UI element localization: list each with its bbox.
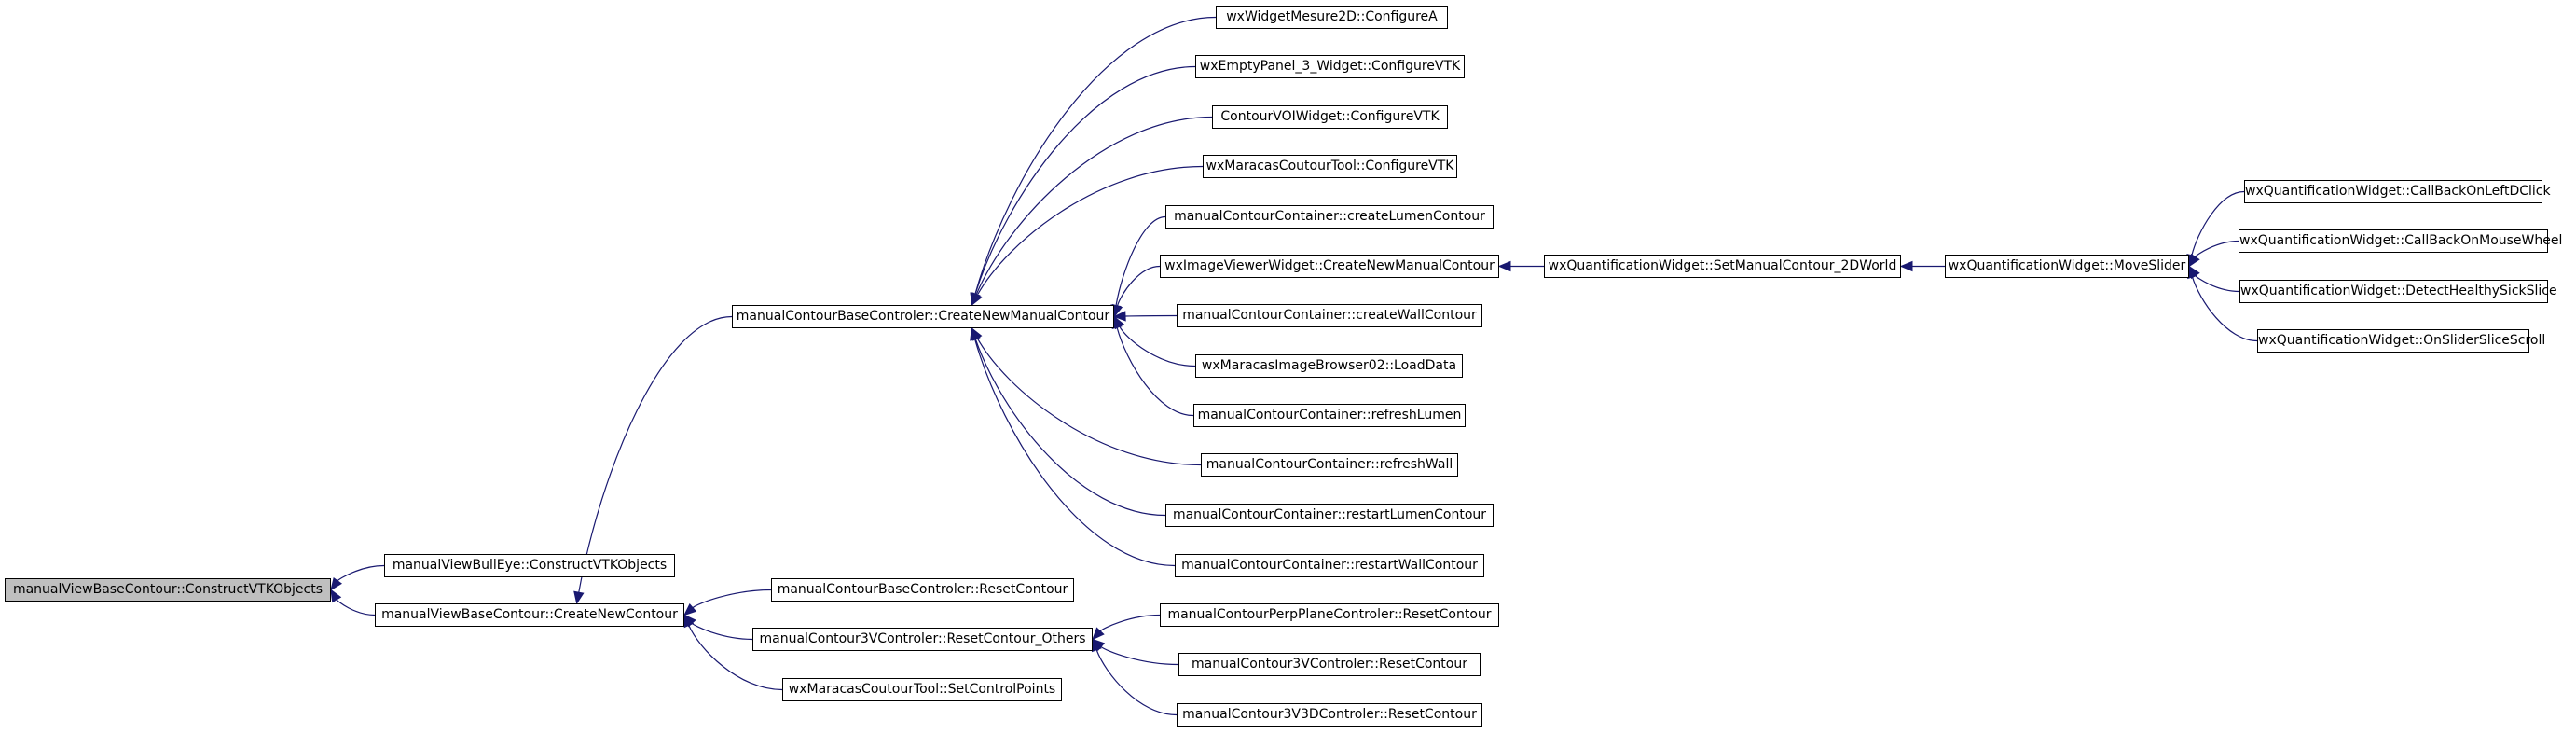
call-edge [2191,276,2258,342]
call-edge [975,116,1213,296]
call-edge [1116,326,1194,417]
node-manualcontour3vcontroler-resetcontour-others[interactable]: manualContour3VControler::ResetContour_O… [752,628,1093,651]
call-edge-arrowhead [971,292,983,307]
node-wxmaracascoutourtool-setcontrolpoints[interactable]: wxMaracasCoutourTool::SetControlPoints [782,678,1062,701]
call-edge [578,315,733,593]
call-edge [1095,649,1178,716]
call-edge [974,16,1217,295]
call-edge [974,339,1176,567]
call-edge [1119,325,1196,367]
node-manualcontour3v3dcontroler-resetcontour[interactable]: manualContour3V3DControler::ResetContour [1177,703,1482,727]
node-wxmaracascoutourtool-configurevtk[interactable]: wxMaracasCoutourTool::ConfigureVTK [1203,155,1457,178]
call-edge [976,165,1204,296]
node-manualcontourcontainer-createlumencontour[interactable]: manualContourContainer::createLumenConto… [1165,205,1494,229]
node-manualcontourbasecontroler-createnewmanualcontour[interactable]: manualContourBaseControler::CreateNewMan… [732,305,1114,328]
node-wxemptypanel-3-widget-configurevtk[interactable]: wxEmptyPanel_3_Widget::ConfigureVTK [1195,55,1465,78]
call-edge [1100,645,1179,666]
call-edge-arrowhead [330,589,342,603]
node-contourvoiwidget-configurevtk[interactable]: ContourVOIWidget::ConfigureVTK [1212,105,1448,129]
node-manualcontourcontainer-refreshwall[interactable]: manualContourContainer::refreshWall [1201,453,1458,477]
node-wxquantificationwidget-onsliderslicescroll[interactable]: wxQuantificationWidget::OnSliderSliceScr… [2257,329,2545,353]
call-edge-arrowhead [1112,311,1126,322]
call-edge-arrowhead [970,326,981,341]
node-wxquantificationwidget-callbackonmousewheel[interactable]: wxQuantificationWidget::CallBackOnMouseW… [2239,229,2562,253]
node-manualviewbasecontour-constructvtkobjects[interactable]: manualViewBaseContour::ConstructVTKObjec… [5,578,331,602]
call-edge-arrowhead [1899,260,1913,272]
call-edge-arrowhead [573,590,585,605]
call-edge-arrowhead [683,602,697,616]
call-edge [1115,215,1166,306]
node-manualviewbulleye-constructvtkobjects[interactable]: manualViewBullEye::ConstructVTKObjects [384,554,675,577]
call-edge [976,338,1202,466]
call-edge-arrowhead [683,614,695,629]
call-edge [974,339,1166,517]
node-wxquantificationwidget-callbackonleftdclick[interactable]: wxQuantificationWidget::CallBackOnLeftDC… [2244,180,2551,203]
node-manualcontourcontainer-restartlumencontour[interactable]: manualContourContainer::restartLumenCont… [1165,504,1494,527]
call-edge [2195,240,2239,257]
call-edge [1116,265,1161,307]
node-manualcontourcontainer-refreshlumen[interactable]: manualContourContainer::refreshLumen [1193,404,1466,427]
node-wxquantificationwidget-detecthealthysickslice[interactable]: wxQuantificationWidget::DetectHealthySic… [2239,280,2557,303]
call-edge [974,65,1196,295]
node-manualviewbasecontour-createnewcontour[interactable]: manualViewBaseContour::CreateNewContour [375,603,684,627]
call-edge-arrowhead [1497,260,1511,272]
call-edge [336,599,376,616]
call-edge-arrowhead [330,577,343,591]
node-wxwidgetmesure2d-configurea[interactable]: wxWidgetMesure2D::ConfigureA [1216,6,1448,29]
node-manualcontourbasecontroler-resetcontour[interactable]: manualContourBaseControler::ResetContour [771,578,1074,602]
node-manualcontourcontainer-createwallcontour[interactable]: manualContourContainer::createWallContou… [1177,304,1482,327]
call-edge [1099,614,1161,632]
call-edge-arrowhead [2188,253,2200,268]
call-edge [688,625,783,691]
node-manualcontour3vcontroler-resetcontour[interactable]: manualContour3VControler::ResetContour [1178,653,1481,676]
call-edge [2191,190,2245,256]
node-wxquantificationwidget-setmanualcontour-2dworld[interactable]: wxQuantificationWidget::SetManualContour… [1544,255,1901,278]
call-edge [692,589,772,609]
node-wxmaracasimagebrowser02-loaddata[interactable]: wxMaracasImageBrowser02::LoadData [1195,354,1463,378]
node-manualcontourperpplanecontroler-resetcontour[interactable]: manualContourPerpPlaneControler::ResetCo… [1160,603,1499,627]
call-edge [2195,275,2240,293]
call-edge-arrowhead [1092,627,1105,641]
node-manualcontourcontainer-restartwallcontour[interactable]: manualContourContainer::restartWallConto… [1175,554,1484,577]
node-wxquantificationwidget-moveslider[interactable]: wxQuantificationWidget::MoveSlider [1945,255,2189,278]
call-edge [691,622,753,641]
call-edge [337,564,385,582]
node-wximageviewerwidget-createnewmanualcontour[interactable]: wxImageViewerWidget::CreateNewManualCont… [1160,255,1499,278]
